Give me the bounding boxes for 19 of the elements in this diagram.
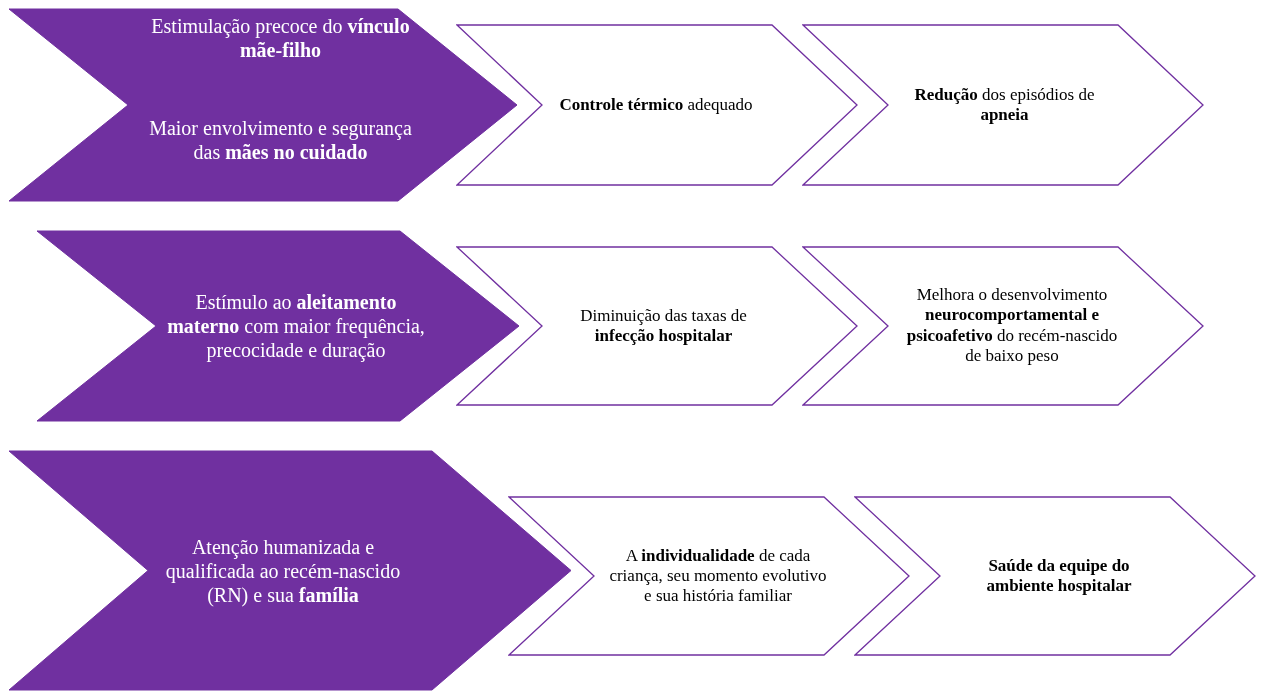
chevron-text: Diminuição das taxas de infecção hospitalar bbox=[579, 305, 748, 347]
chevron-text: Redução dos episódios de apneia bbox=[913, 84, 1096, 126]
chevron-text: Estímulo ao aleitamento materno com maior frequência, precocidade e duração bbox=[166, 290, 426, 362]
chevron-text: A individualidade de cada criança, seu momento evolutivo e sua história familiar bbox=[608, 545, 828, 607]
outcome-step-box bbox=[456, 246, 858, 406]
chevron-text: Controle térmico adequado bbox=[558, 95, 754, 116]
outcome-step-box bbox=[456, 24, 858, 186]
outcome-step-box bbox=[802, 246, 1204, 406]
chevron-text: Saúde da equipe do ambiente hospitalar bbox=[985, 555, 1133, 597]
chevron-text: Melhora o desenvolvimento neurocomportamental e psicoafetivo do recém-nascido de baixo peso bbox=[905, 285, 1119, 367]
outcome-step-box bbox=[802, 24, 1204, 186]
outcome-step-box bbox=[854, 496, 1256, 656]
process-step-box bbox=[8, 8, 518, 202]
chevron-text: Atenção humanizada e qualificada ao recém-nascido (RN) e sua família bbox=[164, 534, 402, 607]
process-step-box bbox=[36, 230, 520, 422]
chevron-text: Estimulação precoce do vínculo mãe-filho bbox=[150, 14, 411, 62]
chevron-text: Maior envolvimento e segurança das mães no cuidado bbox=[148, 116, 413, 164]
outcome-step-box bbox=[508, 496, 910, 656]
process-step-box bbox=[8, 450, 572, 691]
